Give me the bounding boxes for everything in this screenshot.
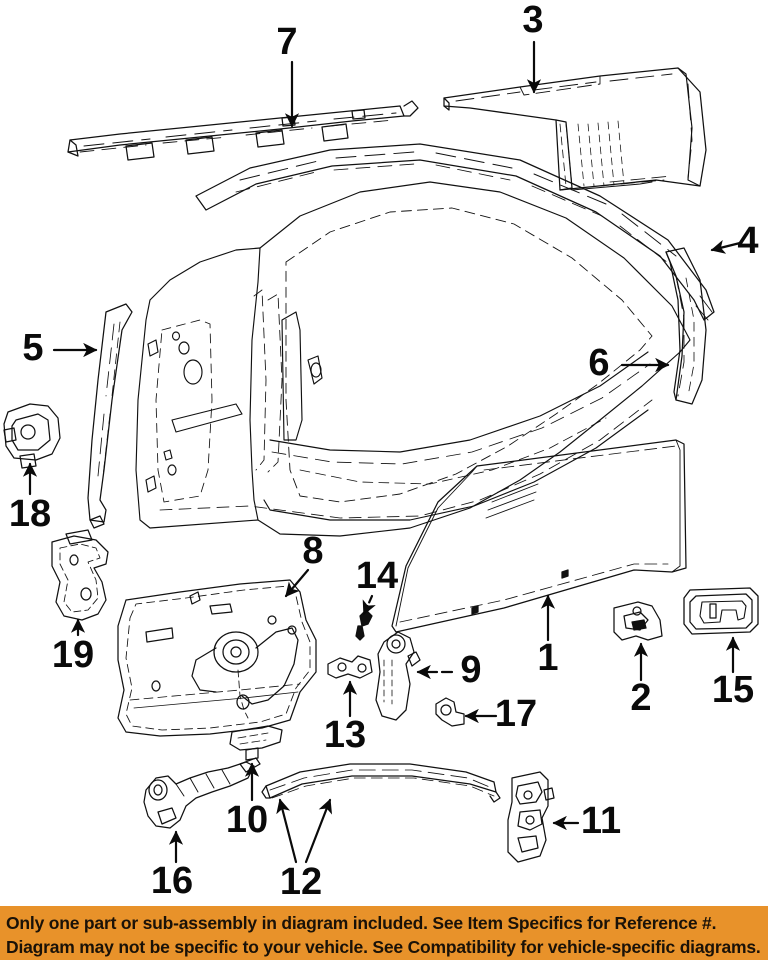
disclaimer-banner: Only one part or sub-assembly in diagram… — [0, 906, 768, 960]
callout-label-17: 17 — [495, 693, 537, 735]
leader-12a — [276, 798, 298, 864]
disclaimer-line-1: Only one part or sub-assembly in diagram… — [6, 913, 717, 933]
part-10-regulator-stop-bracket — [229, 725, 283, 761]
callout-label-12: 12 — [280, 861, 322, 903]
part-8-window-regulator — [117, 579, 317, 737]
door-shell-outline — [135, 181, 691, 537]
part-5-front-run-channel — [87, 303, 133, 529]
part-2-glass-run-bracket — [613, 601, 663, 641]
part-16-lock-cylinder — [143, 757, 261, 829]
callout-label-6: 6 — [588, 342, 609, 384]
part-1-door-glass — [391, 439, 687, 633]
callout-label-7: 7 — [276, 21, 297, 63]
part-9-window-motor — [375, 631, 421, 721]
part-6-rear-run-channel — [665, 247, 707, 405]
callout-label-5: 5 — [22, 327, 43, 369]
part-14-glass-stabilizer-pin — [355, 609, 373, 641]
callout-label-1: 1 — [537, 637, 558, 679]
part-13-regulator-roller-clip — [327, 655, 373, 679]
callout-label-16: 16 — [151, 860, 193, 902]
callout-label-2: 2 — [630, 677, 651, 719]
part-4-door-frame-weatherstrip — [195, 143, 715, 321]
callout-label-13: 13 — [324, 714, 366, 756]
part-12-belt-weatherstrip-inner — [261, 763, 501, 803]
part-11-door-latch — [507, 771, 555, 863]
callout-label-15: 15 — [712, 669, 754, 711]
leader-4 — [710, 239, 742, 254]
part-7-belt-molding-outer — [67, 100, 419, 161]
leader-12b — [304, 798, 333, 864]
disclaimer-line-2: Diagram may not be specific to your vehi… — [6, 937, 761, 957]
leader-14 — [362, 594, 376, 616]
callout-label-11: 11 — [581, 800, 621, 842]
callout-label-8: 8 — [302, 530, 323, 572]
callout-label-19: 19 — [52, 634, 94, 676]
callout-label-18: 18 — [9, 493, 51, 535]
part-15-exterior-door-handle — [683, 587, 759, 635]
callout-label-4: 4 — [737, 220, 758, 262]
part-18-door-check-strap — [3, 403, 61, 469]
callout-label-9: 9 — [460, 649, 481, 691]
callout-label-10: 10 — [226, 799, 268, 841]
part-17-grommet — [435, 697, 465, 727]
callout-label-3: 3 — [522, 0, 543, 41]
part-19-door-hinge — [51, 529, 109, 621]
callout-numbers: 7 3 4 5 6 18 19 8 14 1 2 15 9 17 13 10 1… — [9, 0, 759, 903]
part-3-quarter-window-weatherstrip — [443, 67, 707, 191]
callout-leaders — [22, 40, 742, 864]
leader-8 — [284, 568, 310, 598]
callout-label-14: 14 — [356, 555, 398, 597]
